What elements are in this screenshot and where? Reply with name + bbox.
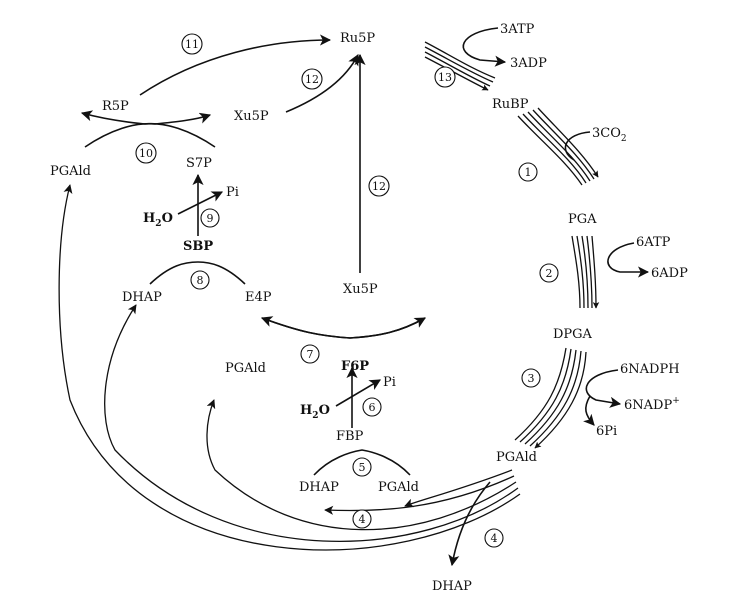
label-3adp: 3ADP: [510, 56, 547, 71]
svg-text:12: 12: [372, 180, 386, 193]
step-13: 13: [434, 66, 456, 88]
bundle-dpga-to-pgald: [514, 347, 587, 449]
label-dhap-bottom: DHAP: [432, 579, 472, 594]
label-3atp: 3ATP: [500, 22, 535, 37]
label-dhap-left: DHAP: [122, 290, 162, 305]
label-sbp: SBP: [183, 239, 213, 254]
label-pi-6: Pi: [383, 375, 396, 390]
label-pgald-low: PGAld: [378, 480, 419, 495]
svg-text:6: 6: [369, 401, 376, 414]
label-e4p: E4P: [245, 290, 272, 305]
step-8: 8: [190, 270, 210, 290]
return-bundle: [58, 184, 521, 551]
transketolase-arc-7b: [260, 316, 426, 339]
transketolase-arc-7a: [261, 317, 426, 339]
atp-adp-arrow-2: [607, 242, 650, 278]
r5p-to-ru5p-arrow: [139, 34, 332, 96]
svg-text:4: 4: [491, 532, 498, 545]
co2-arrow-1: [564, 131, 591, 161]
step-9: 9: [200, 208, 220, 228]
svg-text:4: 4: [359, 513, 366, 526]
label-s7p: S7P: [186, 156, 212, 171]
label-pgald-left: PGAld: [50, 164, 91, 179]
step-4-bottom: 4: [484, 528, 504, 548]
step-11: 11: [181, 33, 203, 55]
nadph-arrow-3: [585, 369, 622, 408]
aldolase-arc-5: [313, 449, 411, 476]
label-pgald-main: PGAld: [496, 450, 537, 465]
xu5p-to-ru5p-arrow-top: [285, 54, 359, 113]
pi-arrow-3: [583, 395, 595, 426]
step-6: 6: [362, 397, 382, 417]
bundle-ru5p-to-rubp: [424, 41, 496, 91]
label-xu5p-mid: Xu5P: [343, 282, 378, 297]
bundle-rubp-to-pga: [517, 107, 599, 186]
transketolase-arc-10b: [80, 110, 216, 148]
h2o-pi-arrow-6: [335, 379, 381, 407]
label-6nadp: 6NADP+: [624, 396, 680, 413]
label-f6p: F6P: [341, 359, 369, 374]
label-6atp: 6ATP: [636, 235, 671, 250]
atp-adp-arrow-13: [462, 27, 507, 67]
label-dpga: DPGA: [553, 327, 593, 342]
step-5: 5: [352, 457, 372, 477]
h2o-pi-arrow-9: [177, 191, 224, 215]
step-12-top: 12: [301, 68, 323, 90]
label-h2o-6: H2O: [300, 403, 330, 421]
label-pgald-mid: PGAld: [225, 361, 266, 376]
svg-text:1: 1: [525, 166, 532, 179]
aldolase-arc-8: [149, 261, 246, 285]
label-3co2: 3CO2: [592, 126, 627, 144]
label-r5p: R5P: [102, 99, 129, 114]
label-pga: PGA: [568, 212, 597, 227]
transketolase-arc-10a: [84, 112, 212, 148]
bundle-pga-to-dpga: [571, 235, 600, 309]
svg-text:11: 11: [185, 38, 199, 51]
svg-text:12: 12: [305, 73, 319, 86]
label-dhap-low: DHAP: [299, 480, 339, 495]
pgald-to-dhap-arrow: [448, 481, 491, 567]
svg-text:2: 2: [546, 267, 553, 280]
label-xu5p-top: Xu5P: [234, 109, 269, 124]
svg-text:7: 7: [307, 348, 314, 361]
label-6adp: 6ADP: [651, 266, 688, 281]
step-2: 2: [539, 263, 559, 283]
svg-text:8: 8: [197, 274, 204, 287]
label-ru5p: Ru5P: [340, 31, 375, 46]
label-h2o-9: H2O: [143, 211, 173, 229]
svg-text:5: 5: [359, 461, 366, 474]
step-4-low: 4: [352, 509, 372, 529]
step-10: 10: [135, 142, 157, 164]
label-rubp: RuBP: [492, 97, 529, 112]
svg-text:13: 13: [438, 71, 452, 84]
label-6nadph: 6NADPH: [620, 362, 680, 377]
label-pi-9: Pi: [226, 185, 239, 200]
label-fbp: FBP: [336, 429, 364, 444]
svg-text:3: 3: [528, 372, 535, 385]
svg-text:9: 9: [207, 212, 214, 225]
step-7: 7: [300, 344, 320, 364]
svg-text:10: 10: [139, 147, 153, 160]
step-12-mid: 12: [368, 175, 390, 197]
step-3: 3: [521, 368, 541, 388]
step-1: 1: [518, 162, 538, 182]
label-6pi: 6Pi: [596, 424, 617, 439]
